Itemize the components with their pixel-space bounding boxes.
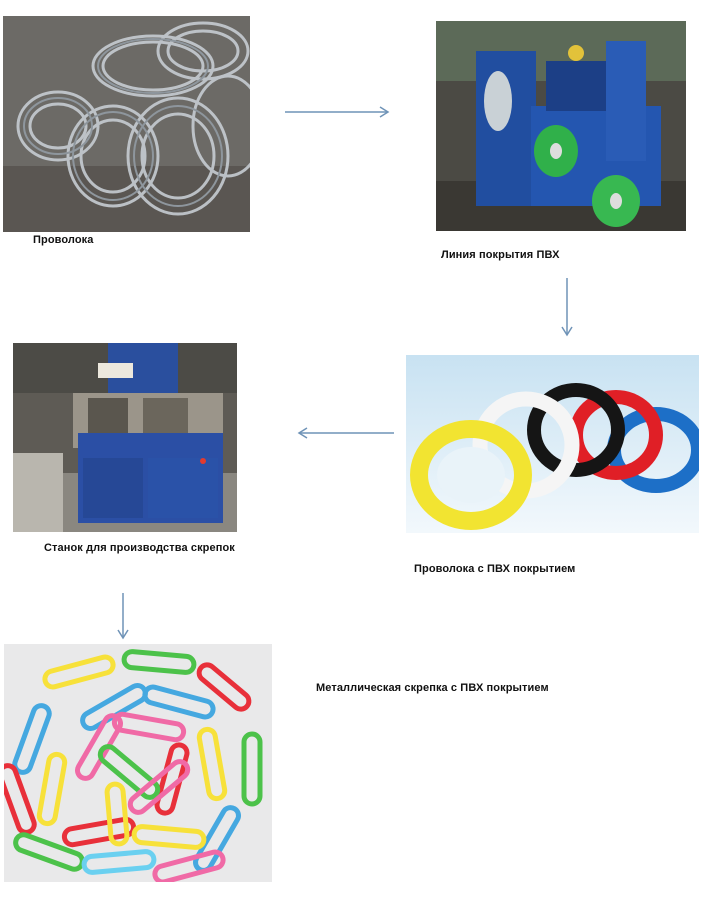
paperclip-machine-photo <box>13 343 237 532</box>
colored-paperclips-photo <box>4 644 272 882</box>
pvc-coating-line-photo <box>436 21 686 231</box>
caption-coating-line: Линия покрытия ПВХ <box>441 249 560 261</box>
arrow-down-right <box>560 278 574 337</box>
pvc-coated-wire-photo <box>406 355 699 533</box>
wire-coils-photo <box>3 16 250 232</box>
arrow-left-middle <box>297 426 394 440</box>
arrow-down-left <box>116 593 130 640</box>
caption-wire: Проволока <box>33 234 94 246</box>
arrow-right-top <box>285 105 395 119</box>
caption-coated-wire: Проволока с ПВХ покрытием <box>414 563 576 575</box>
caption-paperclip: Металлическая скрепка с ПВХ покрытием <box>316 682 549 694</box>
caption-clip-machine: Станок для производства скрепок <box>44 542 235 554</box>
